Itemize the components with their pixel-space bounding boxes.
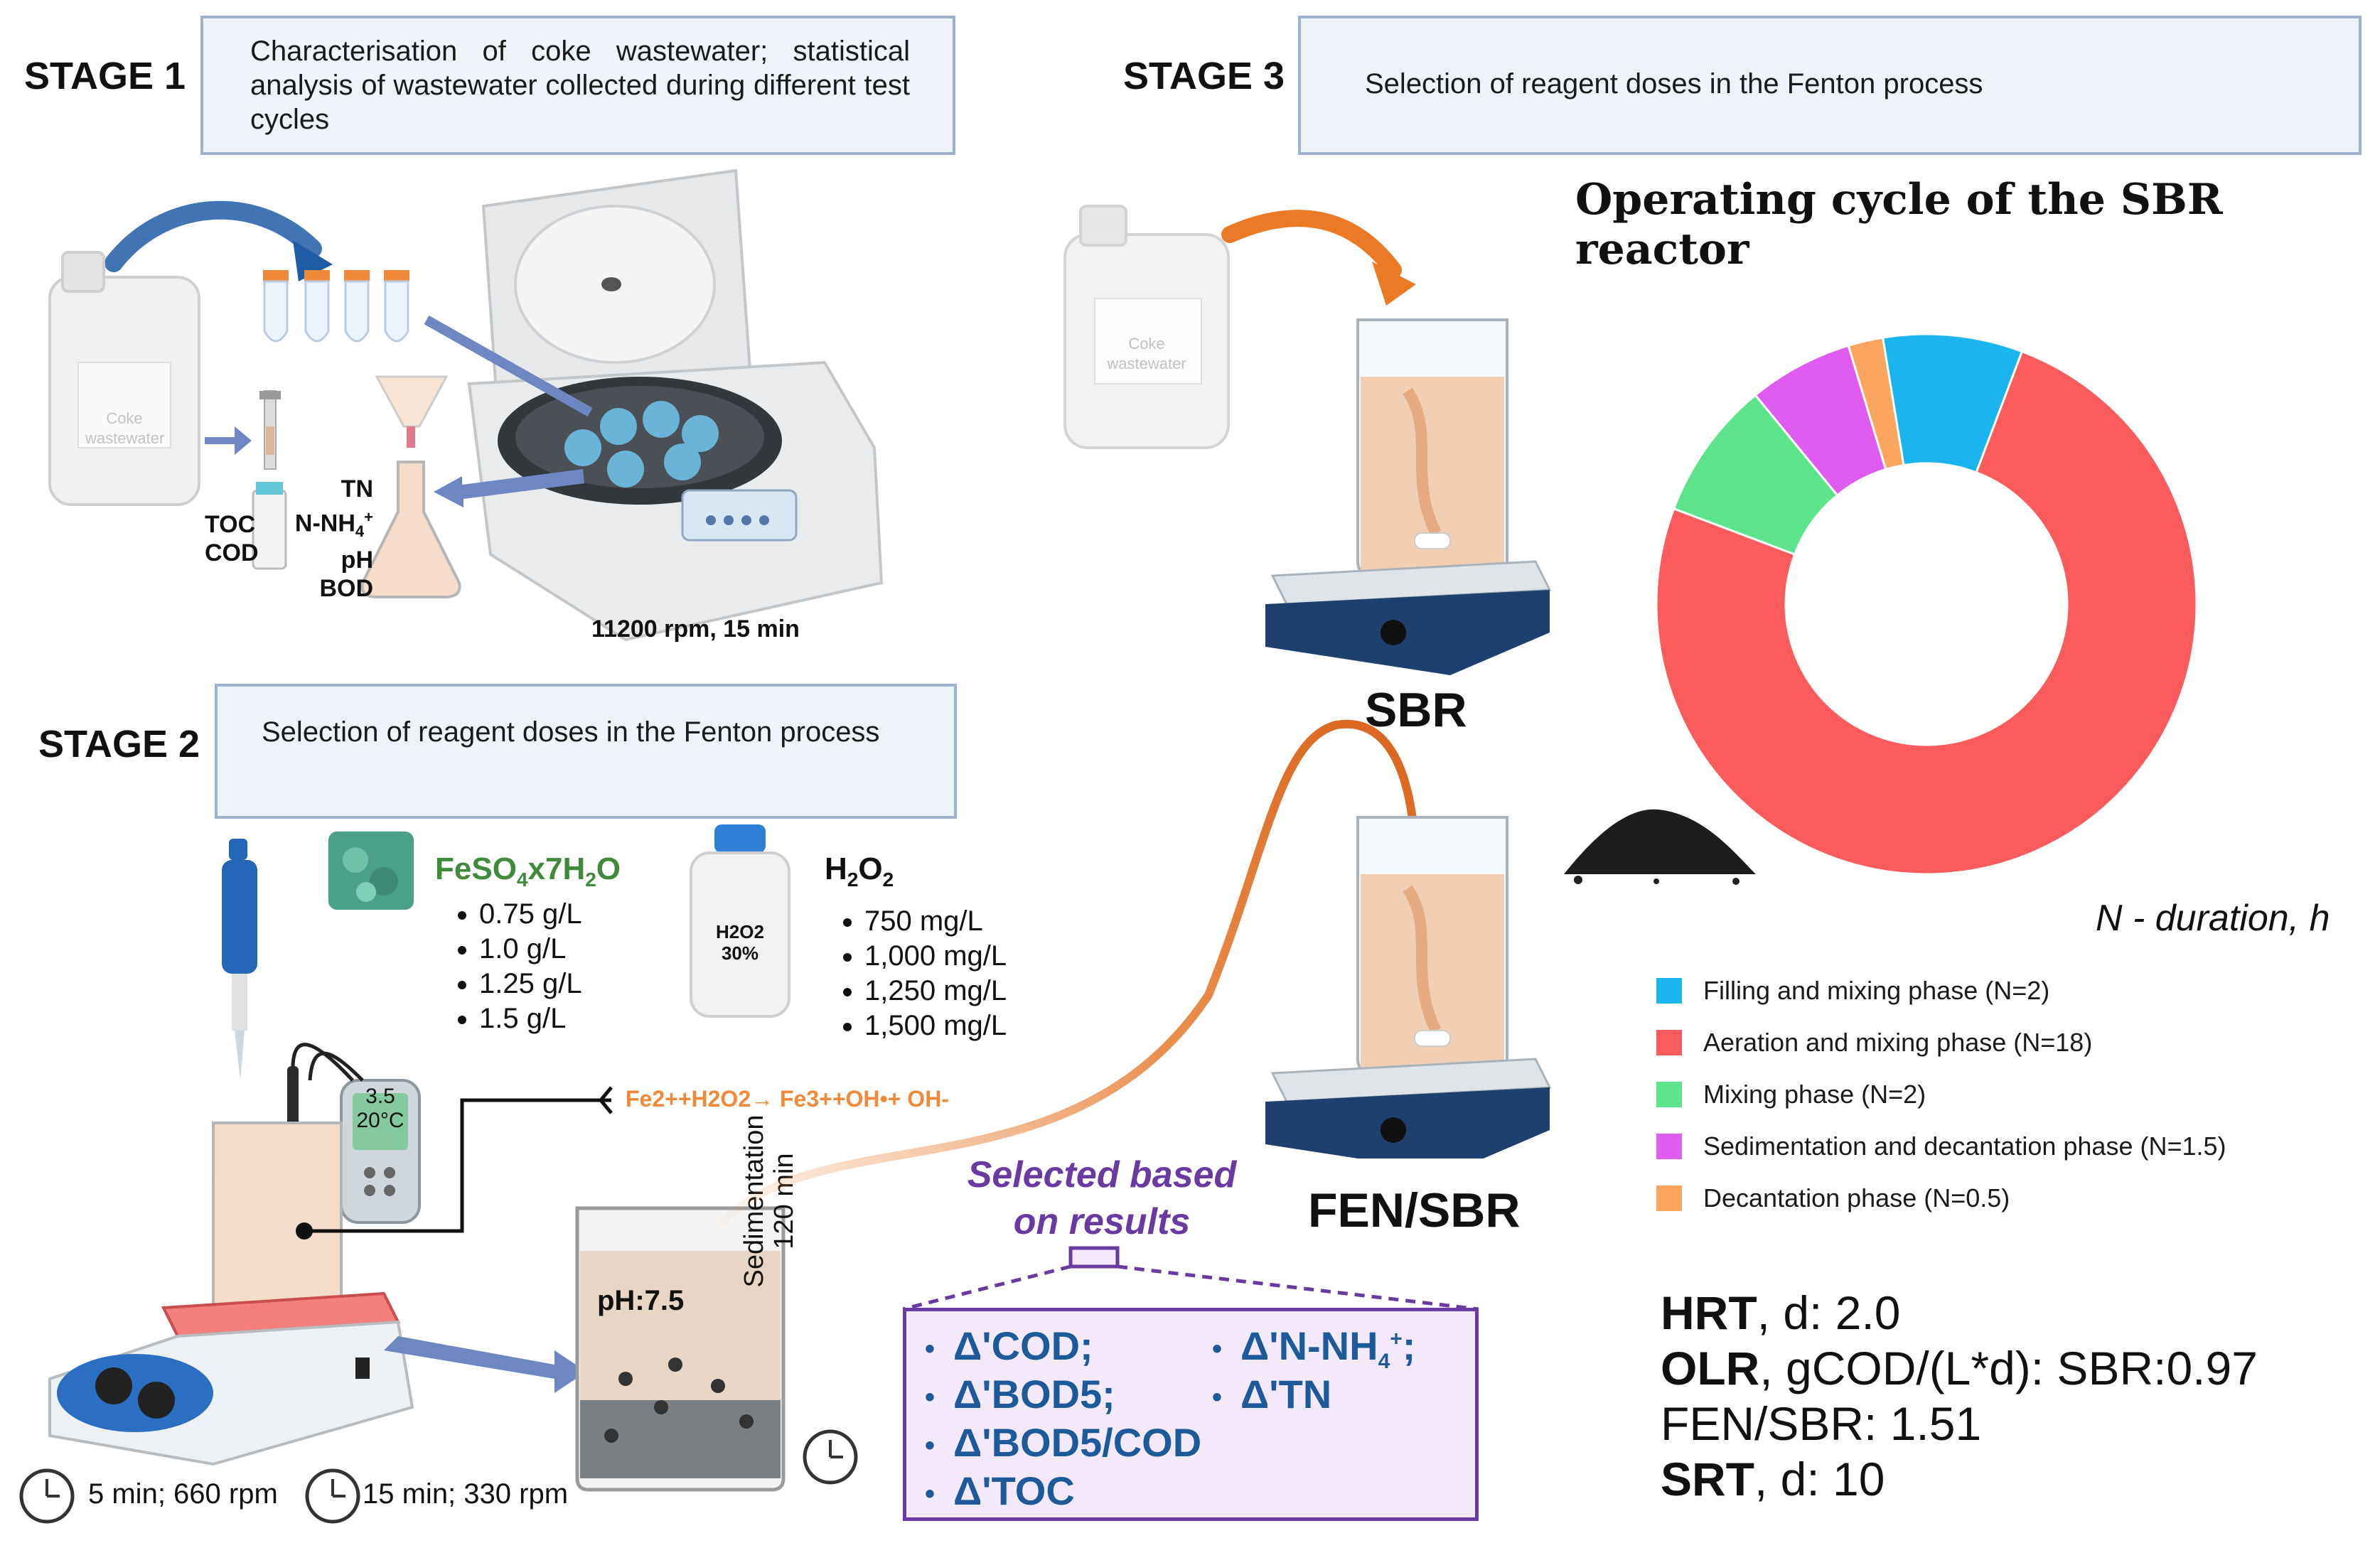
hotplate-stirrer [48, 1291, 414, 1466]
fen-sbr-label: FEN/SBR [1308, 1183, 1521, 1237]
stage3-illustration [1063, 205, 1552, 1158]
legend-swatch [1656, 1134, 1682, 1159]
legend-item: Mixing phase (N=2) [1656, 1077, 1926, 1112]
legend-item: Aeration and mixing phase (N=18) [1656, 1026, 2092, 1060]
filtration-flask [360, 461, 461, 598]
legend-swatch [1656, 1186, 1682, 1211]
selected-callout-lines [903, 1246, 1479, 1311]
donut-slice [1655, 350, 2198, 876]
timer1-clock-icon [19, 1468, 75, 1524]
legend-item: Decantation phase (N=0.5) [1656, 1181, 2010, 1215]
h2o2-bottle [690, 824, 790, 1018]
legend-item: Sedimentation and decantation phase (N=1… [1656, 1129, 2226, 1163]
legend-label: Filling and mixing phase (N=2) [1703, 976, 2050, 1005]
sedimentation-clock-icon [803, 1429, 858, 1485]
stage1-label: STAGE 1 [24, 55, 186, 97]
legend-swatch [1656, 978, 1682, 1004]
legend-swatch [1656, 1030, 1682, 1055]
h2o2-dose: 1,250 mg/L [864, 974, 1007, 1009]
h2o2-doses: 750 mg/L 1,000 mg/L 1,250 mg/L 1,500 mg/… [836, 904, 1007, 1043]
legend-label: Sedimentation and decantation phase (N=1… [1703, 1131, 2226, 1161]
feso4-doses: 0.75 g/L 1.0 g/L 1.25 g/L 1.5 g/L [451, 897, 582, 1036]
fenton-reaction: Fe2++H2O2→ Fe3++OH•+ OH- [626, 1086, 949, 1112]
nnh4-label: N-NH4+ [294, 508, 373, 541]
feso4-dose: 1.25 g/L [479, 967, 582, 1001]
stage2-description-box: Selection of reagent doses in the Fenton… [215, 684, 957, 819]
feso4-dose: 1.5 g/L [479, 1001, 582, 1036]
h2o2-dose: 750 mg/L [864, 904, 1007, 939]
result-item: Δ'BOD5/COD [925, 1419, 1201, 1466]
fen-sbr-reactor [1265, 816, 1552, 1158]
legend-label: Aeration and mixing phase (N=18) [1703, 1028, 2093, 1057]
tn-label: TN [341, 475, 373, 502]
stage3-label: STAGE 3 [1123, 55, 1285, 97]
olr-line: OLR, gCOD/(L*d): SBR:0.97 [1661, 1342, 2258, 1394]
chart-title: Operating cycle of the SBR reactor [1575, 175, 2223, 274]
stage1-illustration [48, 168, 884, 642]
legend-swatch [1656, 1082, 1682, 1107]
h2o2-dose: 1,000 mg/L [864, 939, 1007, 974]
stage3-description-box: Selection of reagent doses in the Fenton… [1298, 16, 2362, 155]
timer2-clock-icon [305, 1468, 360, 1524]
donut-chart [1655, 333, 2198, 876]
bod-label: BOD [319, 575, 373, 603]
test-tubes [263, 270, 409, 343]
h2o2-dose: 1,500 mg/L [864, 1009, 1007, 1043]
feso4-title: FeSO4x7H2O [435, 851, 621, 891]
legend-label: Decantation phase (N=0.5) [1703, 1183, 2010, 1213]
timer2-label: 15 min; 330 rpm [363, 1478, 569, 1510]
stage2-illustration [19, 824, 858, 1524]
coke-pile [1564, 809, 1756, 885]
sbr-label: SBR [1365, 683, 1467, 737]
result-item: Δ'COD; [925, 1323, 1093, 1369]
sbr-reactor [1265, 318, 1552, 675]
flask-labels: TN N-NH4+ pH BOD [288, 475, 373, 603]
meter-display: 3.5 20°C [356, 1085, 404, 1132]
result-item: Δ'TN [1212, 1371, 1331, 1417]
selected-title: Selected based on results [967, 1154, 1237, 1242]
toc-label: TOC [205, 511, 256, 538]
stage3-description: Selection of reagent doses in the Fenton… [1365, 68, 1983, 100]
stage1-description-box: Characterisation of coke wastewater; sta… [200, 16, 955, 155]
ph-label: pH:7.5 [597, 1285, 685, 1316]
pipette [222, 839, 257, 1080]
legend-label: Mixing phase (N=2) [1703, 1080, 1926, 1109]
result-item-nnh4: Δ'N-NH4+; [1212, 1323, 1415, 1374]
h2o2-title: H2O2 [825, 851, 894, 891]
centrifuge [467, 168, 884, 642]
stage2-label: STAGE 2 [38, 723, 200, 765]
cod-label: COD [205, 539, 259, 566]
legend-item: Filling and mixing phase (N=2) [1656, 974, 2049, 1008]
result-item: Δ'TOC [925, 1468, 1075, 1514]
process-parameters: HRT, d: 2.0 OLR, gCOD/(L*d): SBR:0.97 FE… [1661, 1285, 2258, 1507]
ph-label: pH [341, 547, 373, 574]
sedimentation-beaker [575, 1206, 786, 1492]
coke-canister-label-1: Coke wastewater [85, 409, 165, 447]
selected-results-box: Δ'COD; Δ'BOD5; Δ'BOD5/COD Δ'TOC Δ'N-NH4+… [903, 1308, 1479, 1521]
centrifuge-caption: 11200 rpm, 15 min [591, 615, 800, 643]
stage1-description: Characterisation of coke wastewater; sta… [250, 36, 910, 135]
result-item: Δ'BOD5; [925, 1371, 1115, 1417]
stage3-canister-label: Coke wastewater [1107, 335, 1186, 372]
fen-sbr-line: FEN/SBR: 1.51 [1661, 1397, 1982, 1450]
feso4-dose: 1.0 g/L [479, 932, 582, 967]
vial-labels: TOC COD [205, 510, 259, 567]
chart-axis-label: N - duration, h [2096, 898, 2330, 939]
h2o2-bottle-label: H2O2 30% [716, 921, 764, 964]
feso4-dose: 0.75 g/L [479, 897, 582, 932]
donut-slice [1881, 333, 2024, 474]
timer1-label: 5 min; 660 rpm [88, 1478, 278, 1510]
stage2-description: Selection of reagent doses in the Fenton… [262, 716, 880, 748]
stage2-beaker [212, 1122, 343, 1323]
srt-line: SRT, d: 10 [1661, 1453, 1885, 1505]
hrt-line: HRT, d: 2.0 [1661, 1286, 1901, 1339]
